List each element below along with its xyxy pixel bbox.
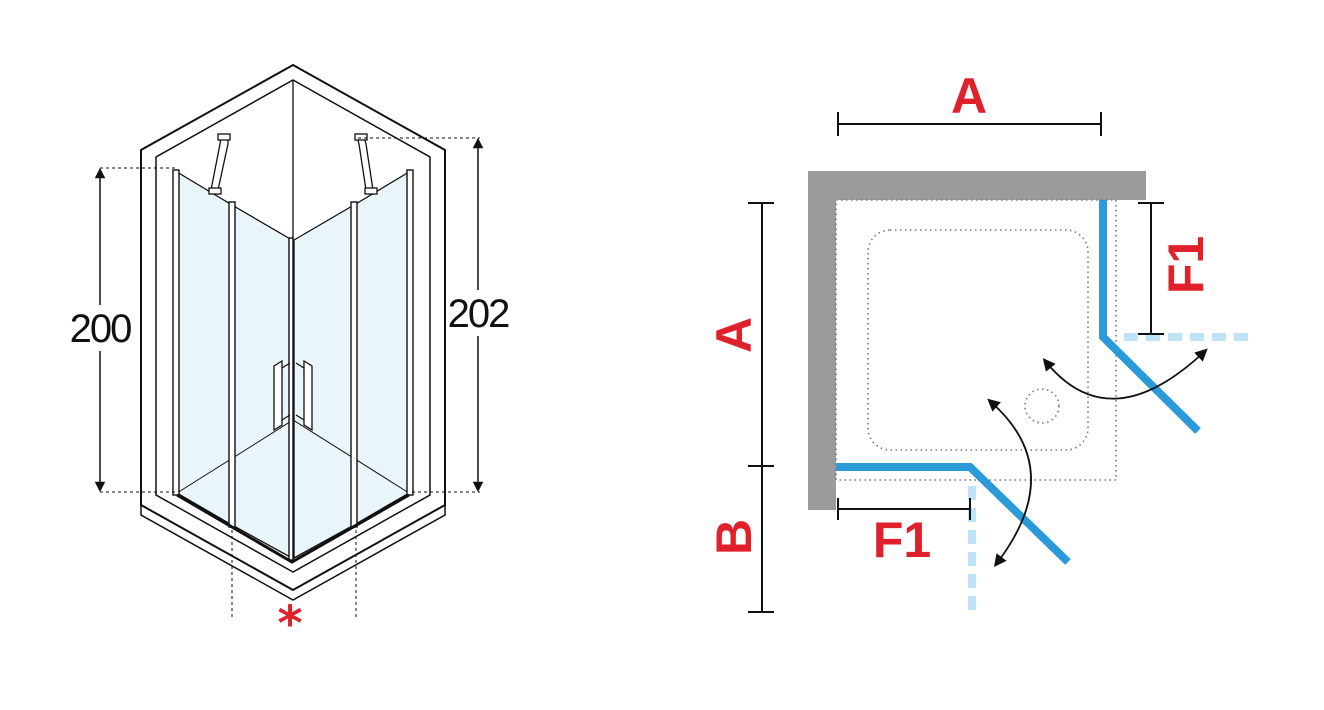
tray-edge — [140, 505, 446, 601]
swing-arrow-bottom — [987, 398, 1032, 568]
left-fixed-glass — [176, 170, 233, 527]
label-depth-a: A — [706, 317, 762, 353]
right-door-glass — [293, 203, 355, 560]
tray-basin — [867, 229, 1089, 451]
handles — [273, 359, 313, 432]
swing-arrow-right — [1042, 348, 1208, 400]
height-right-label: 202 — [448, 292, 509, 336]
wall — [808, 171, 1146, 510]
stabilizer-bars — [208, 133, 378, 195]
door-bottom — [836, 463, 1071, 565]
drain — [1024, 388, 1060, 424]
isometric-view: 200 202 * — [68, 63, 511, 652]
height-left-label: 200 — [70, 307, 131, 351]
right-fixed-glass — [353, 170, 410, 527]
label-door-f1-bottom: F1 — [873, 512, 931, 568]
tray-outline — [835, 199, 1117, 481]
asterisk-mark: * — [277, 596, 302, 652]
label-width-a: A — [951, 68, 987, 124]
dimension-guides — [100, 137, 480, 618]
label-door-f1-right: F1 — [1158, 236, 1214, 294]
profiles — [172, 169, 414, 561]
label-depth-b: B — [706, 519, 762, 555]
door-right — [1099, 200, 1201, 434]
left-door-glass — [231, 203, 293, 560]
bottom-profile — [176, 493, 410, 564]
plan-dimensions — [748, 112, 1164, 613]
plan-view: A A B F1 F1 — [706, 68, 1252, 613]
